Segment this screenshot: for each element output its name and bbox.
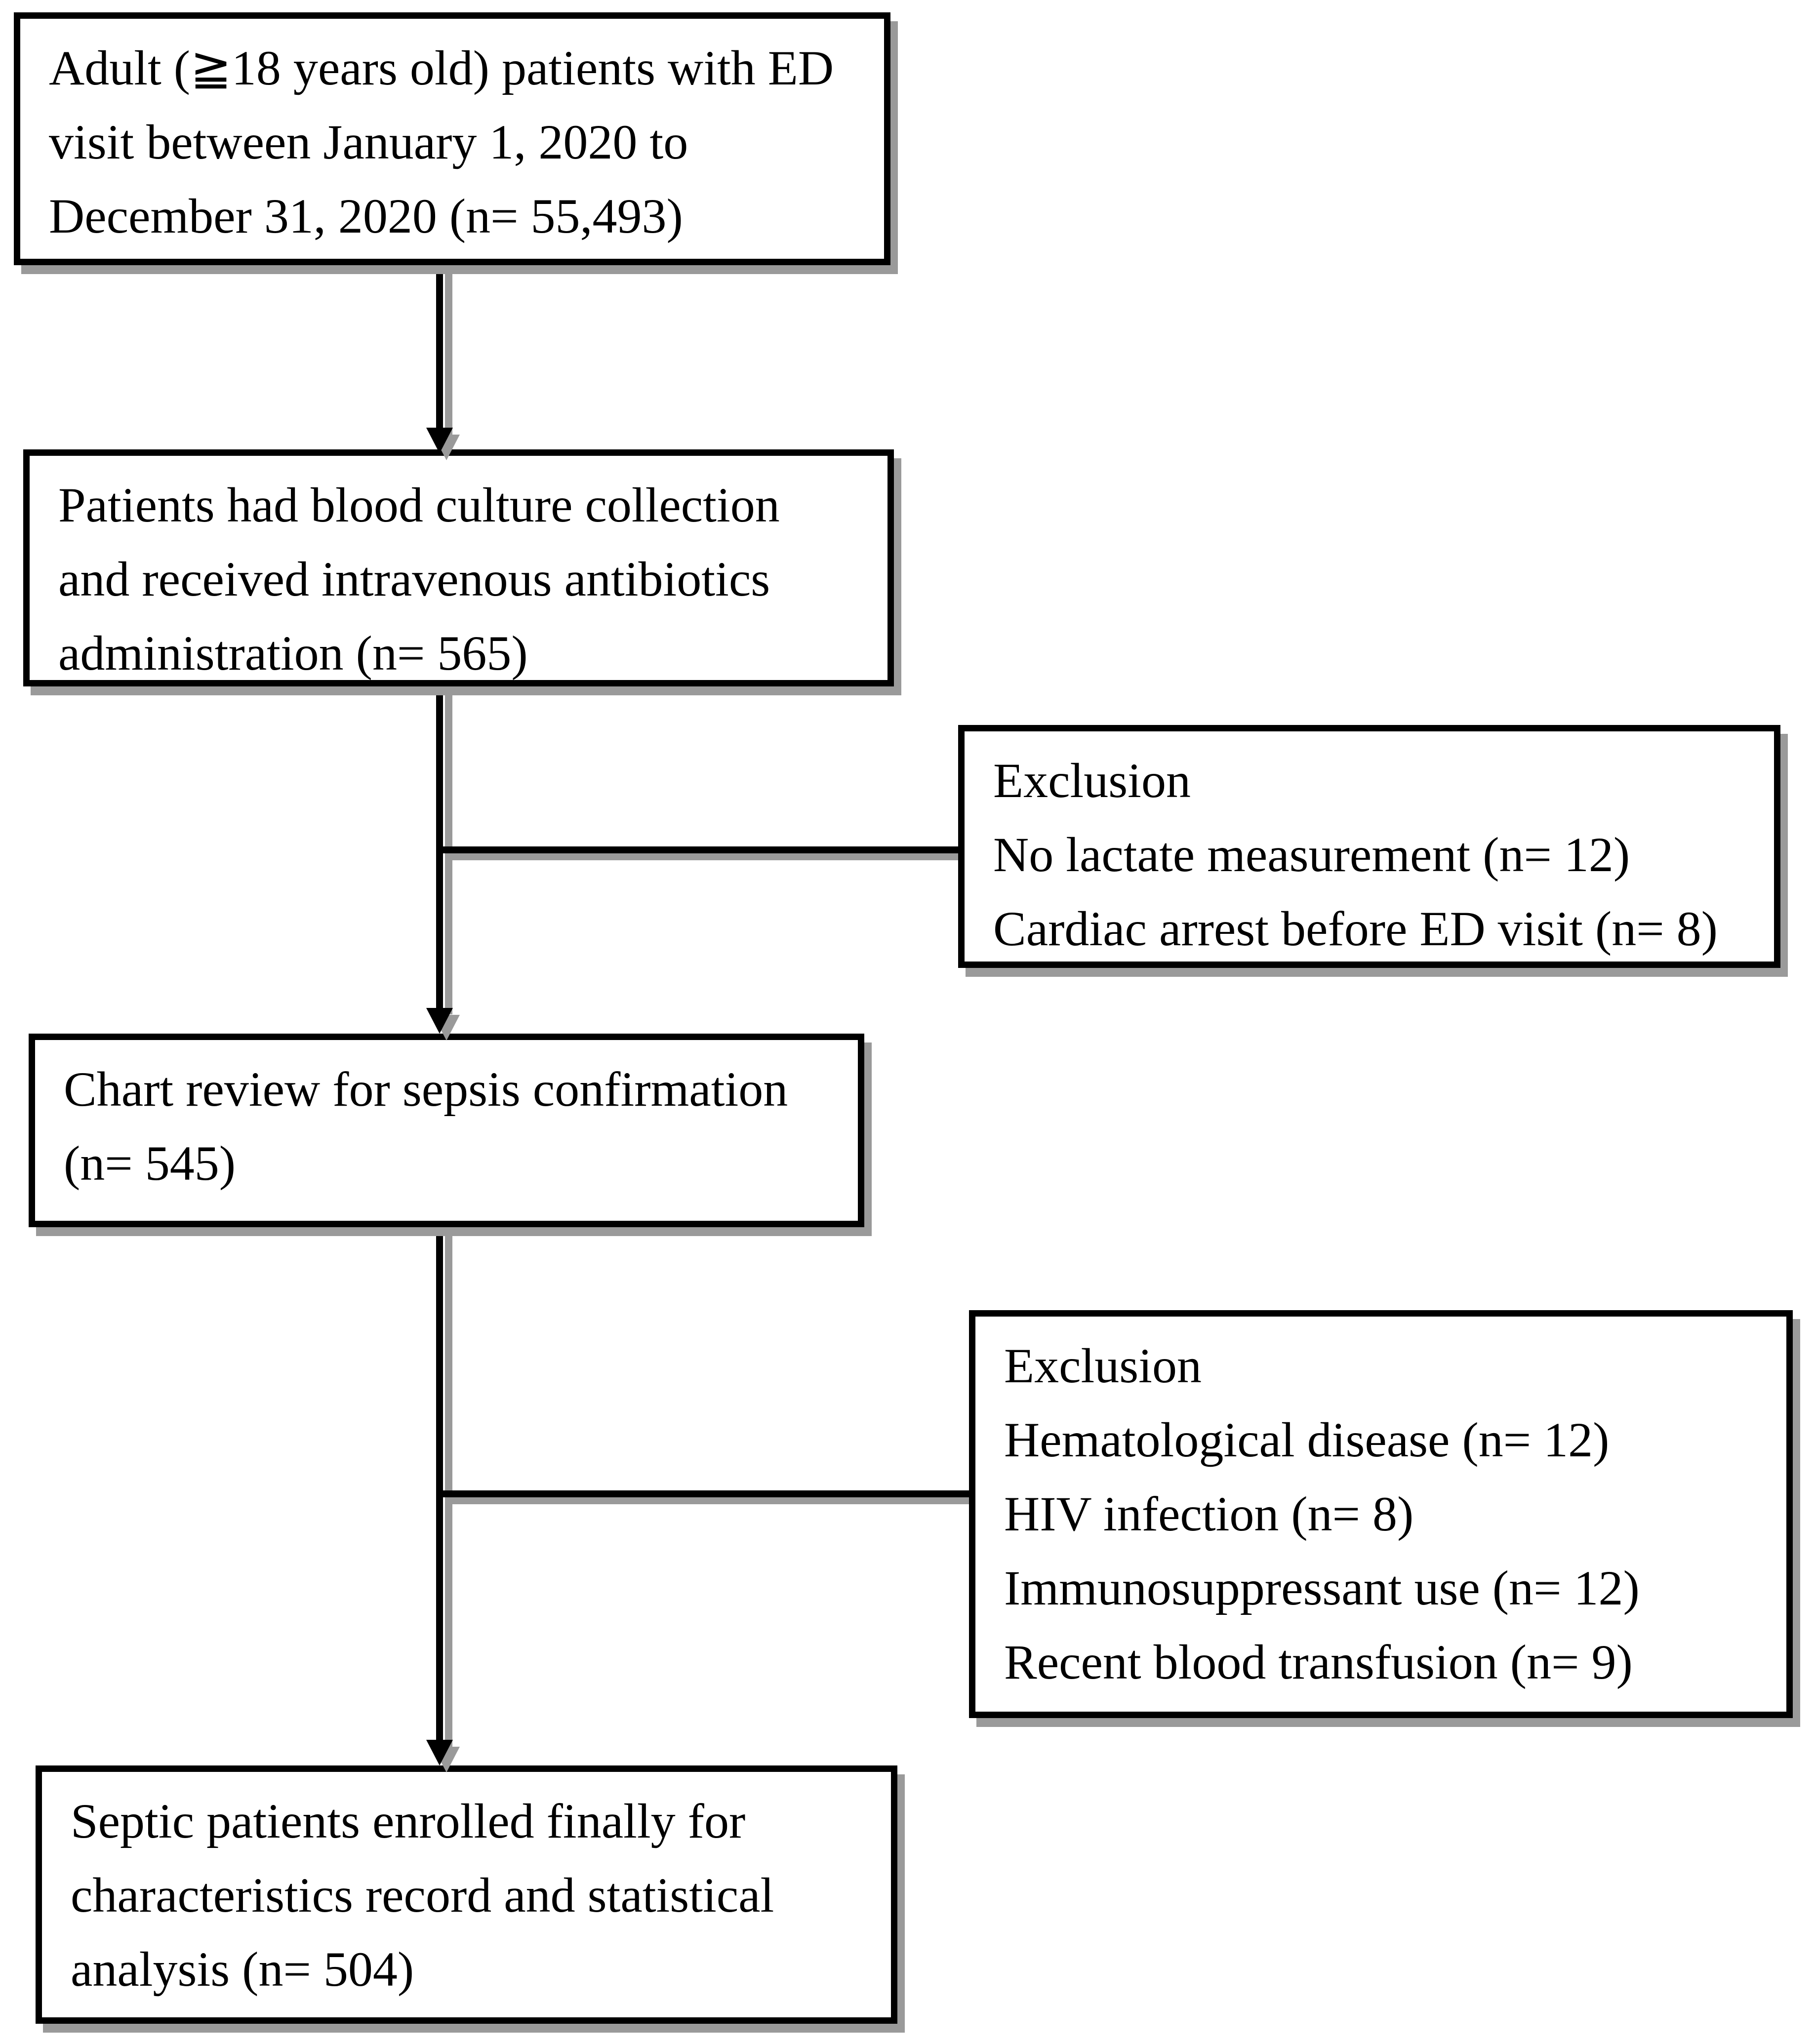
box-exclusion-2-line: Immunosuppressant use (n= 12) <box>1004 1561 1640 1615</box>
box-exclusion-2: Exclusion Hematological disease (n= 12) … <box>969 1310 1793 1718</box>
box-exclusion-1-line: Cardiac arrest before ED visit (n= 8) <box>993 901 1718 956</box>
box-blood-culture-line: administration (n= 565) <box>58 626 528 681</box>
box-final-enrolled-line: Septic patients enrolled finally for <box>71 1794 746 1848</box>
box-ed-visits-line: visit between January 1, 2020 to <box>49 115 688 169</box>
box-blood-culture-line: Patients had blood culture collection <box>58 478 780 532</box>
arrowhead-down-icon <box>426 1008 453 1034</box>
branch-line-1 <box>440 846 958 853</box>
box-final-enrolled-line: analysis (n= 504) <box>71 1942 414 1997</box>
box-ed-visits: Adult (≧18 years old) patients with ED v… <box>14 12 890 265</box>
arrow-line-1 <box>436 265 443 431</box>
box-exclusion-2-line: Hematological disease (n= 12) <box>1004 1412 1610 1467</box>
branch-shadow-2 <box>446 1497 969 1504</box>
box-exclusion-1-line: Exclusion <box>993 753 1191 808</box>
arrow-line-3 <box>436 1227 443 1742</box>
branch-shadow-1 <box>446 853 958 860</box>
box-ed-visits-line: December 31, 2020 (n= 55,493) <box>49 189 683 243</box>
box-chart-review-line: (n= 545) <box>64 1136 236 1191</box>
box-blood-culture-line: and received intravenous antibiotics <box>58 552 770 606</box>
box-exclusion-1: Exclusion No lactate measurement (n= 12)… <box>958 725 1780 968</box>
box-final-enrolled: Septic patients enrolled finally for cha… <box>36 1765 897 2024</box>
box-ed-visits-line: Adult (≧18 years old) patients with ED <box>49 40 834 95</box>
arrow-shadow-1 <box>445 272 452 435</box>
arrowhead-down-icon <box>426 428 453 453</box>
box-exclusion-1-line: No lactate measurement (n= 12) <box>993 827 1630 882</box>
branch-line-2 <box>440 1490 969 1497</box>
box-exclusion-2-line: Recent blood transfusion (n= 9) <box>1004 1635 1633 1689</box>
box-exclusion-2-line: Exclusion <box>1004 1338 1202 1393</box>
arrowhead-down-icon <box>426 1740 453 1765</box>
box-chart-review: Chart review for sepsis confirmation (n=… <box>29 1034 864 1227</box>
box-chart-review-line: Chart review for sepsis confirmation <box>64 1062 788 1117</box>
box-exclusion-2-line: HIV infection (n= 8) <box>1004 1486 1414 1541</box>
box-blood-culture: Patients had blood culture collection an… <box>23 449 894 686</box>
box-final-enrolled-line: characteristics record and statistical <box>71 1868 774 1923</box>
